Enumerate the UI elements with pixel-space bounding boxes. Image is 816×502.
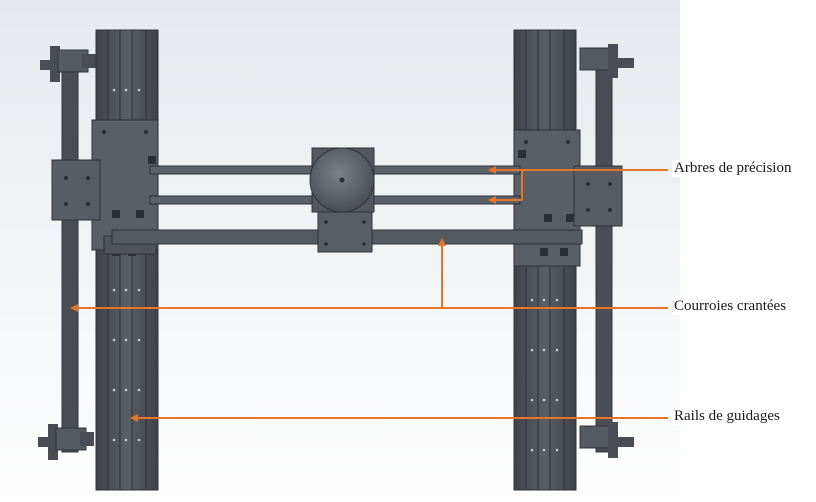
left-carriage-plate <box>91 119 159 251</box>
leader-lines <box>72 169 668 419</box>
hand-knob-icon <box>579 422 634 458</box>
right-rail-assembly <box>513 29 634 491</box>
left-rail-assembly <box>38 29 159 491</box>
leader-arrowheads <box>70 166 496 422</box>
hand-knob-icon <box>579 44 634 78</box>
label-guide-rails: Rails de guidages <box>672 408 782 425</box>
spindle-carriage <box>309 147 375 253</box>
left-guide-rail <box>95 29 159 491</box>
label-timing-belts: Courroies crantées <box>672 298 789 315</box>
label-precision-shafts: Arbres de précision <box>672 160 794 177</box>
left-belt <box>61 61 79 453</box>
right-belt <box>595 51 613 453</box>
hand-knob-icon <box>40 46 96 82</box>
hand-knob-icon <box>38 424 94 460</box>
